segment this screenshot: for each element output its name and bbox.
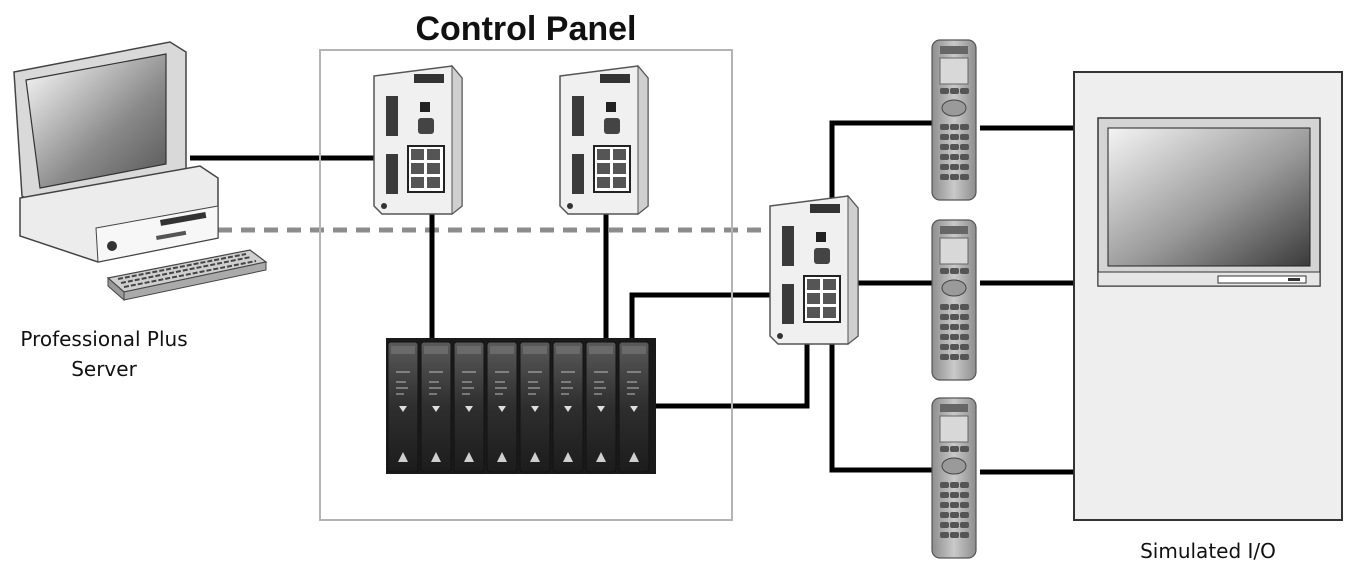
controller-module-2: [420, 341, 452, 473]
simulated-io-cabinet: [1073, 71, 1343, 521]
control-panel-box: [319, 49, 733, 521]
display-monitor-icon: [1097, 117, 1321, 287]
controller-module-3: [453, 341, 485, 473]
controller-module-8: [618, 341, 650, 473]
connection-lines: [190, 120, 1074, 475]
network-switch-3: [769, 195, 859, 345]
network-switch-2: [559, 65, 649, 215]
controller-module-6: [552, 341, 584, 473]
desktop-tower-icon: [19, 165, 219, 263]
controller-module-1: [387, 341, 419, 473]
link-switch3-remote1: [829, 120, 932, 200]
remote-device-1: [931, 39, 977, 201]
controller-module-4: [486, 341, 518, 473]
simulated-io-label: Simulated I/O: [1140, 539, 1276, 563]
controller-rack: [386, 338, 656, 474]
link-controller-switch3-lower: [655, 336, 810, 409]
workstation-computer: [13, 41, 268, 302]
remote-device-3: [931, 397, 977, 559]
workstation-label-line1: Professional Plus: [20, 327, 187, 351]
control-panel-title: Control Panel: [415, 10, 636, 48]
controller-module-5: [519, 341, 551, 473]
link-switch3-remote3: [829, 336, 932, 473]
remote-device-2: [931, 219, 977, 381]
keyboard-icon: [106, 249, 268, 302]
workstation-label-line2: Server: [71, 357, 137, 381]
network-switch-1: [373, 65, 463, 215]
link-controller-switch3-upper: [629, 292, 780, 343]
controller-module-7: [585, 341, 617, 473]
